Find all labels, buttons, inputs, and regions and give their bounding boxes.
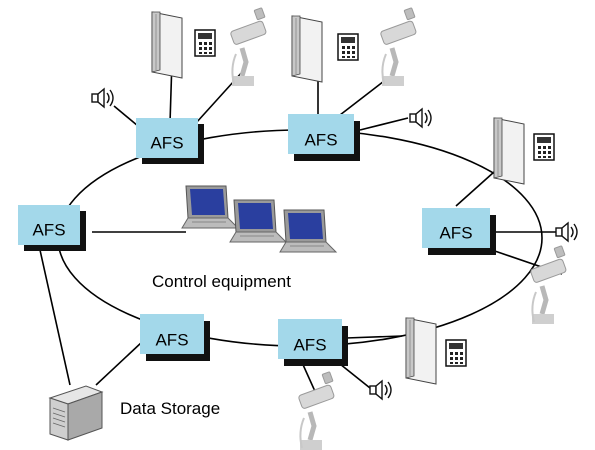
door-icon xyxy=(405,317,437,385)
control-equipment-label: Control equipment xyxy=(152,272,291,291)
intercom-icon xyxy=(445,339,467,367)
camera-icon xyxy=(298,372,335,450)
speaker-icon xyxy=(91,88,114,108)
speaker-icon xyxy=(409,108,432,128)
speaker-icon xyxy=(369,380,392,400)
intercom-icon xyxy=(194,29,216,57)
server-icon xyxy=(48,385,104,441)
laptop-icon xyxy=(181,185,239,229)
afs-label: AFS xyxy=(32,220,65,239)
afs-label: AFS xyxy=(304,130,337,149)
camera-icon xyxy=(230,8,267,86)
intercom-icon xyxy=(337,33,359,61)
afs-label: AFS xyxy=(155,330,188,349)
afs-node-top-left: AFS xyxy=(136,118,204,164)
laptop-icon xyxy=(279,209,337,253)
afs-node-bottom-left: AFS xyxy=(140,314,210,361)
afs-node-right: AFS xyxy=(422,208,496,255)
afs-node-bottom-right: AFS xyxy=(278,319,348,366)
laptop-icon xyxy=(229,199,287,243)
speaker-icon xyxy=(555,222,578,242)
afs-node-left: AFS xyxy=(18,205,86,251)
door-icon xyxy=(291,15,323,83)
afs-label: AFS xyxy=(439,223,472,242)
afs-label: AFS xyxy=(150,133,183,152)
door-icon xyxy=(151,11,183,79)
camera-icon xyxy=(530,246,567,324)
data-storage-label: Data Storage xyxy=(120,399,220,418)
intercom-icon xyxy=(533,133,555,161)
afs-label: AFS xyxy=(293,335,326,354)
camera-icon xyxy=(380,8,417,86)
afs-node-top-right: AFS xyxy=(288,114,360,161)
door-icon xyxy=(493,117,525,185)
